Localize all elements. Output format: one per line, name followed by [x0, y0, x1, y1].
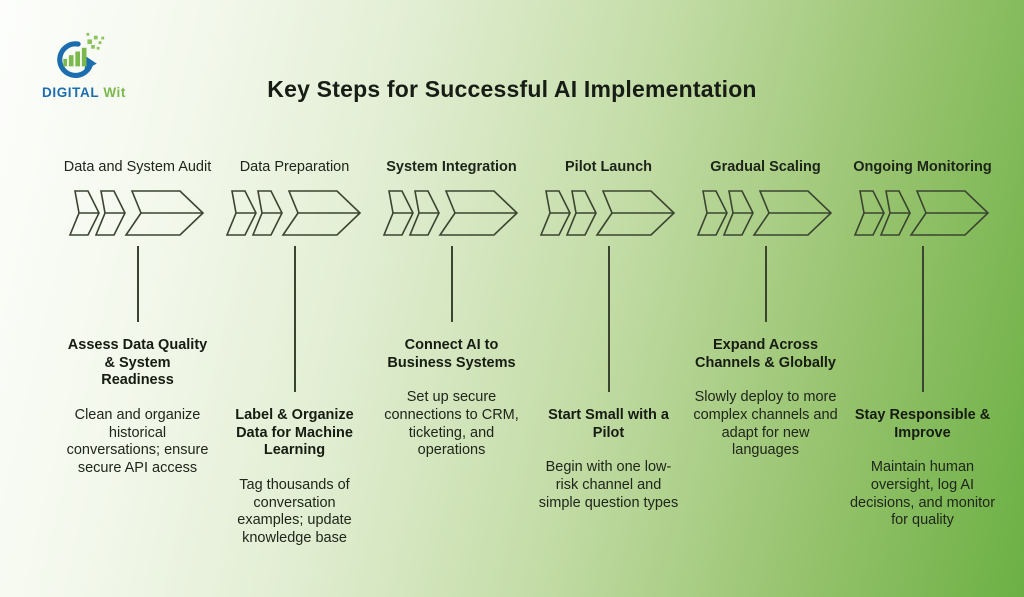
step-heading: Stay Responsible & Improve: [854, 407, 991, 441]
step-heading: Expand Across Channels & Globally: [695, 337, 836, 371]
connector-line: [607, 246, 610, 392]
step-body: Set up secure connections to CRM, ticket…: [384, 389, 519, 459]
chevron-arrows-icon: [68, 190, 204, 236]
step-column: Gradual Scaling Expand Across Channels &…: [687, 128, 844, 548]
step-body: Clean and organize historical conversati…: [66, 407, 209, 477]
step-body: Tag thousands of conversation examples; …: [237, 477, 352, 547]
step-body: Begin with one low-risk channel and simp…: [538, 459, 679, 511]
step-heading: Connect AI to Business Systems: [387, 337, 516, 371]
step-column: Data and System Audit Assess Data Qualit…: [59, 128, 216, 548]
page-title: Key Steps for Successful AI Implementati…: [267, 76, 757, 102]
steps-row: Data and System Audit Assess Data Qualit…: [59, 128, 1001, 548]
step-label: Ongoing Monitoring: [853, 158, 992, 175]
chevron-arrows-icon: [539, 190, 675, 236]
step-heading: Start Small with a Pilot: [548, 407, 669, 441]
step-label: Data and System Audit: [63, 158, 212, 175]
step-label: Gradual Scaling: [710, 158, 821, 175]
connector-line: [293, 246, 296, 392]
step-label: Data Preparation: [239, 158, 350, 175]
brand-logo: DIGITAL Wit: [42, 32, 152, 100]
connector-line: [764, 246, 767, 322]
step-column: Ongoing Monitoring Stay Responsible & Im…: [844, 128, 1001, 548]
step-label: Pilot Launch: [565, 158, 652, 175]
chevron-arrows-icon: [696, 190, 832, 236]
connector-line: [450, 246, 453, 322]
chevron-arrows-icon: [853, 190, 989, 236]
brand-logo-icon: [57, 32, 105, 78]
step-heading: Assess Data Quality & System Readiness: [67, 337, 208, 389]
connector-line: [136, 246, 139, 322]
brand-name-primary: DIGITAL: [42, 85, 99, 100]
step-column: Pilot Launch Start Small with a Pilot Be…: [530, 128, 687, 548]
brand-name: DIGITAL Wit: [42, 85, 152, 100]
step-column: Data Preparation Label & Organize Data f…: [216, 128, 373, 548]
connector-line: [921, 246, 924, 392]
step-body: Maintain human oversight, log AI decisio…: [849, 459, 996, 529]
step-body: Slowly deploy to more complex channels a…: [693, 389, 838, 459]
chevron-arrows-icon: [225, 190, 361, 236]
brand-name-secondary: Wit: [103, 85, 126, 100]
step-label: System Integration: [386, 158, 517, 175]
chevron-arrows-icon: [382, 190, 518, 236]
step-heading: Label & Organize Data for Machine Learni…: [235, 407, 354, 459]
step-column: System Integration Connect AI to Busines…: [373, 128, 530, 548]
